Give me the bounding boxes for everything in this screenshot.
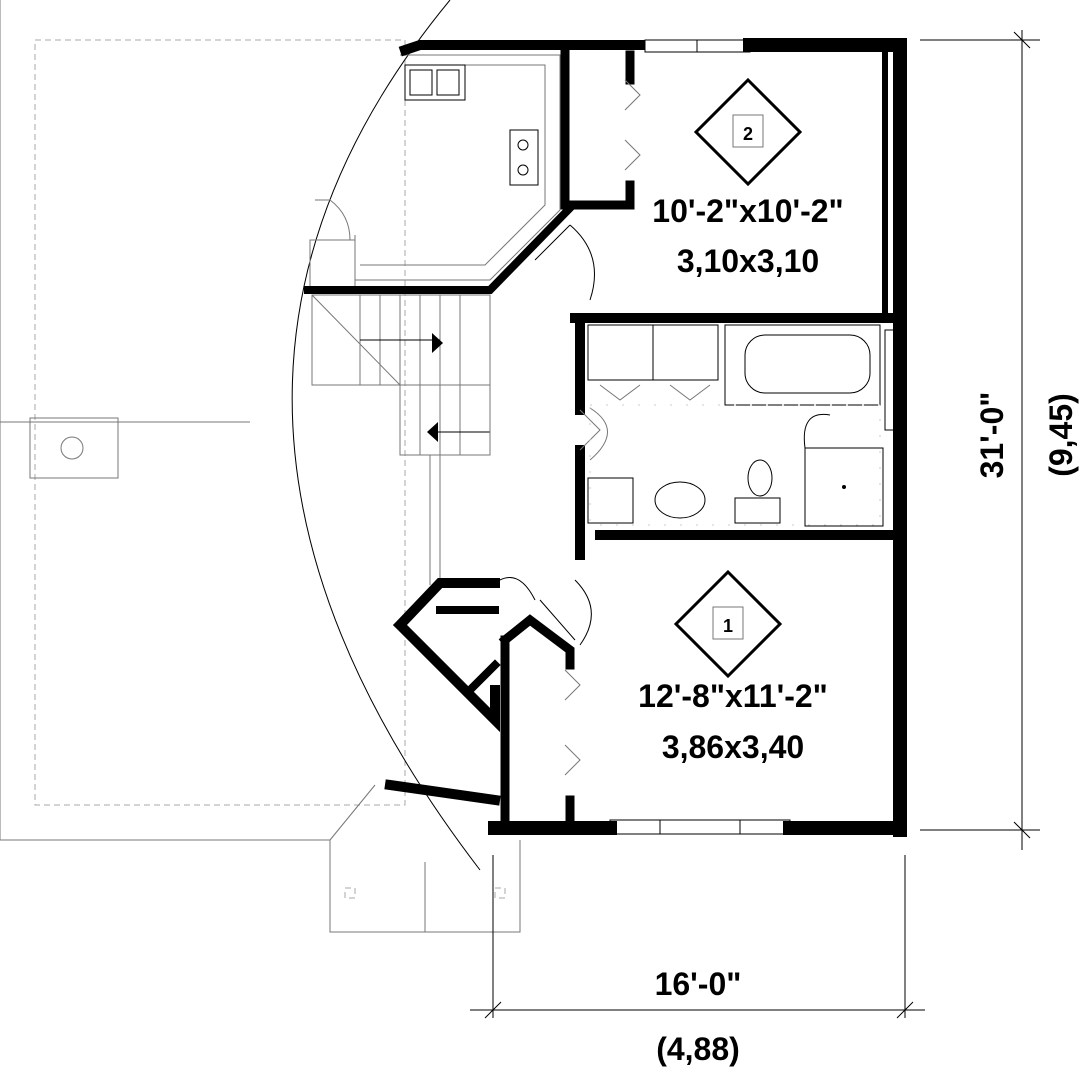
kitchen-sink [404,64,466,101]
room-label-bedroom-2: 2 10'-2"x10'-2" 3,10x3,10 [652,77,844,279]
dimension-vertical: 31'-0" (9,45) [920,30,1079,850]
kitchen [309,54,561,291]
room-size-metric: 3,86x3,40 [662,729,804,765]
bath-tile-floor [589,404,881,526]
room-number: 1 [723,616,733,636]
room-size-metric: 3,10x3,10 [677,243,819,279]
bathtub [724,324,881,406]
roof-outline [0,0,521,933]
shower [804,447,884,527]
window [609,819,791,835]
width-metric: (4,88) [656,1031,740,1067]
dimension-horizontal: 16'-0" (4,88) [470,855,925,1067]
toilet [747,459,773,497]
chimney-flue-icon [60,436,84,460]
doors [499,79,641,776]
stair-arrow-icon [432,333,443,353]
walls [304,38,907,837]
stove [509,129,539,186]
depth-imperial: 31'-0" [974,392,1010,479]
room-size-imperial: 10'-2"x10'-2" [652,193,843,229]
chimney [29,417,119,479]
depth-metric: (9,45) [1043,393,1079,477]
bathroom [587,324,884,527]
width-imperial: 16'-0" [655,966,742,1002]
staircase [311,294,491,585]
window [884,329,900,431]
stair-arrow-icon [427,422,438,442]
room-label-bedroom-1: 1 12'-8"x11'-2" 3,86x3,40 [638,569,828,765]
room-number: 2 [743,124,753,144]
windows [609,39,900,835]
room-size-imperial: 12'-8"x11'-2" [638,678,828,714]
sink [654,481,706,519]
